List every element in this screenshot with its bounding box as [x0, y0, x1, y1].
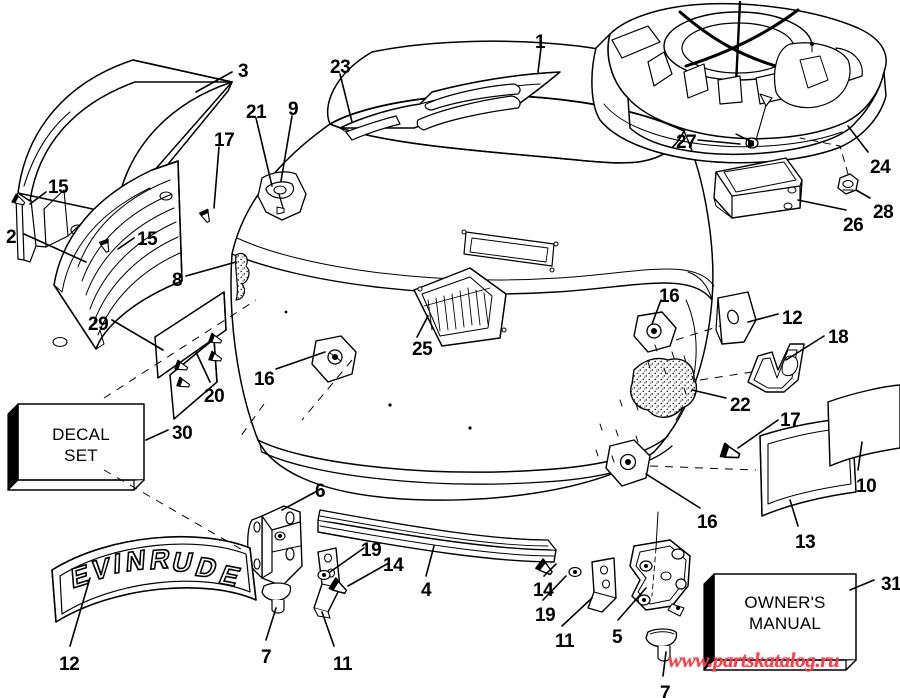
- part-callout-6: 6: [315, 481, 326, 502]
- part-8-seal: [234, 252, 250, 301]
- part-callout-3: 3: [238, 61, 249, 82]
- part-23-air-vent: [339, 71, 561, 141]
- part-22-seal-pad: [630, 357, 698, 418]
- part-callout-14: 14: [533, 580, 554, 601]
- svg-text:E: E: [70, 558, 91, 595]
- part-25-front-grille: [413, 267, 507, 347]
- part-callout-26: 26: [843, 215, 864, 236]
- part-callout-20: 20: [204, 386, 225, 407]
- part-callout-7: 7: [261, 647, 272, 668]
- part-12-evinrude-nameplate: [51, 535, 257, 623]
- cowl-inset-panel: [461, 229, 559, 273]
- part-callout-21: 21: [246, 102, 267, 123]
- part-callout-17: 17: [214, 130, 235, 151]
- part-callout-5: 5: [612, 627, 623, 648]
- part-19-washer-left: [317, 569, 331, 581]
- part-callout-2: 2: [6, 227, 17, 248]
- part-callout-23: 23: [330, 57, 351, 78]
- part-callout-10: 10: [856, 476, 877, 497]
- part-27-bolt: [735, 93, 773, 149]
- part-callout-17: 17: [780, 410, 801, 431]
- part-callout-16: 16: [659, 286, 680, 307]
- part-26-electrical-box: [713, 157, 803, 219]
- part-24-flywheel-cover: [591, 0, 887, 164]
- part-callout-15: 15: [48, 177, 69, 198]
- part-2-side-grille: [52, 160, 183, 350]
- part-callout-24: 24: [870, 157, 891, 178]
- part-7-plug-right: [645, 628, 678, 662]
- part-callout-13: 13: [795, 532, 816, 553]
- part-callout-30: 30: [172, 423, 193, 444]
- part-16-grommet-upper-right: [633, 311, 677, 353]
- part-callout-19: 19: [361, 540, 382, 561]
- svg-text:I: I: [113, 547, 121, 580]
- part-5-mount-plate: [629, 539, 691, 617]
- part-callout-8: 8: [172, 270, 183, 291]
- part-9-21-latch: [257, 171, 307, 221]
- part-callout-11: 11: [333, 654, 353, 675]
- leader-lines: [23, 47, 875, 677]
- part-11-bracket-right: [587, 557, 617, 613]
- part-3-top-panel: [15, 59, 233, 263]
- owners-manual-label: OWNER'S MANUAL: [744, 593, 826, 634]
- part-16-grommet-left: [311, 335, 357, 383]
- part-callout-28: 28: [873, 202, 894, 223]
- assembly-dashed-lines: [103, 299, 757, 553]
- part-callout-11: 11: [555, 631, 575, 652]
- part-callout-14: 14: [383, 555, 404, 576]
- part-callout-12: 12: [59, 654, 80, 675]
- part-12-latch-right: [715, 291, 757, 345]
- part-callout-12: 12: [782, 308, 803, 329]
- svg-text:V: V: [92, 551, 111, 587]
- part-callout-15: 15: [137, 229, 158, 250]
- part-callout-16: 16: [697, 512, 718, 533]
- part-callout-29: 29: [88, 314, 109, 335]
- part-callout-19: 19: [535, 605, 556, 626]
- part-callout-25: 25: [412, 339, 433, 360]
- part-17-screw-left: [198, 208, 214, 225]
- part-4-trim-strip: [317, 509, 557, 563]
- part-callout-18: 18: [828, 327, 849, 348]
- part-callout-16: 16: [254, 369, 275, 390]
- part-28-nut: [837, 173, 859, 195]
- part-16-grommet-lower: [605, 439, 651, 487]
- part-31-owners-manual-box: [703, 573, 857, 671]
- part-callout-31: 31: [881, 574, 900, 595]
- part-20-bracket: [169, 332, 224, 420]
- part-10-decal: [827, 384, 900, 467]
- part-17-screw-right: [719, 442, 743, 463]
- part-callout-22: 22: [730, 395, 751, 416]
- site-watermark: www.partskatalog.ru: [668, 648, 840, 672]
- part-callout-27: 27: [676, 132, 697, 153]
- part-callout-4: 4: [421, 580, 432, 601]
- part-callout-1: 1: [535, 32, 546, 53]
- part-callout-7: 7: [660, 683, 671, 698]
- part-18-v6-emblem: [747, 343, 805, 393]
- decal-set-label: DECAL SET: [52, 425, 110, 466]
- part-30-decal-set-box: [7, 403, 145, 491]
- part-19-washer-right: [568, 566, 582, 578]
- svg-text:N: N: [125, 544, 146, 578]
- part-callout-9: 9: [288, 99, 299, 120]
